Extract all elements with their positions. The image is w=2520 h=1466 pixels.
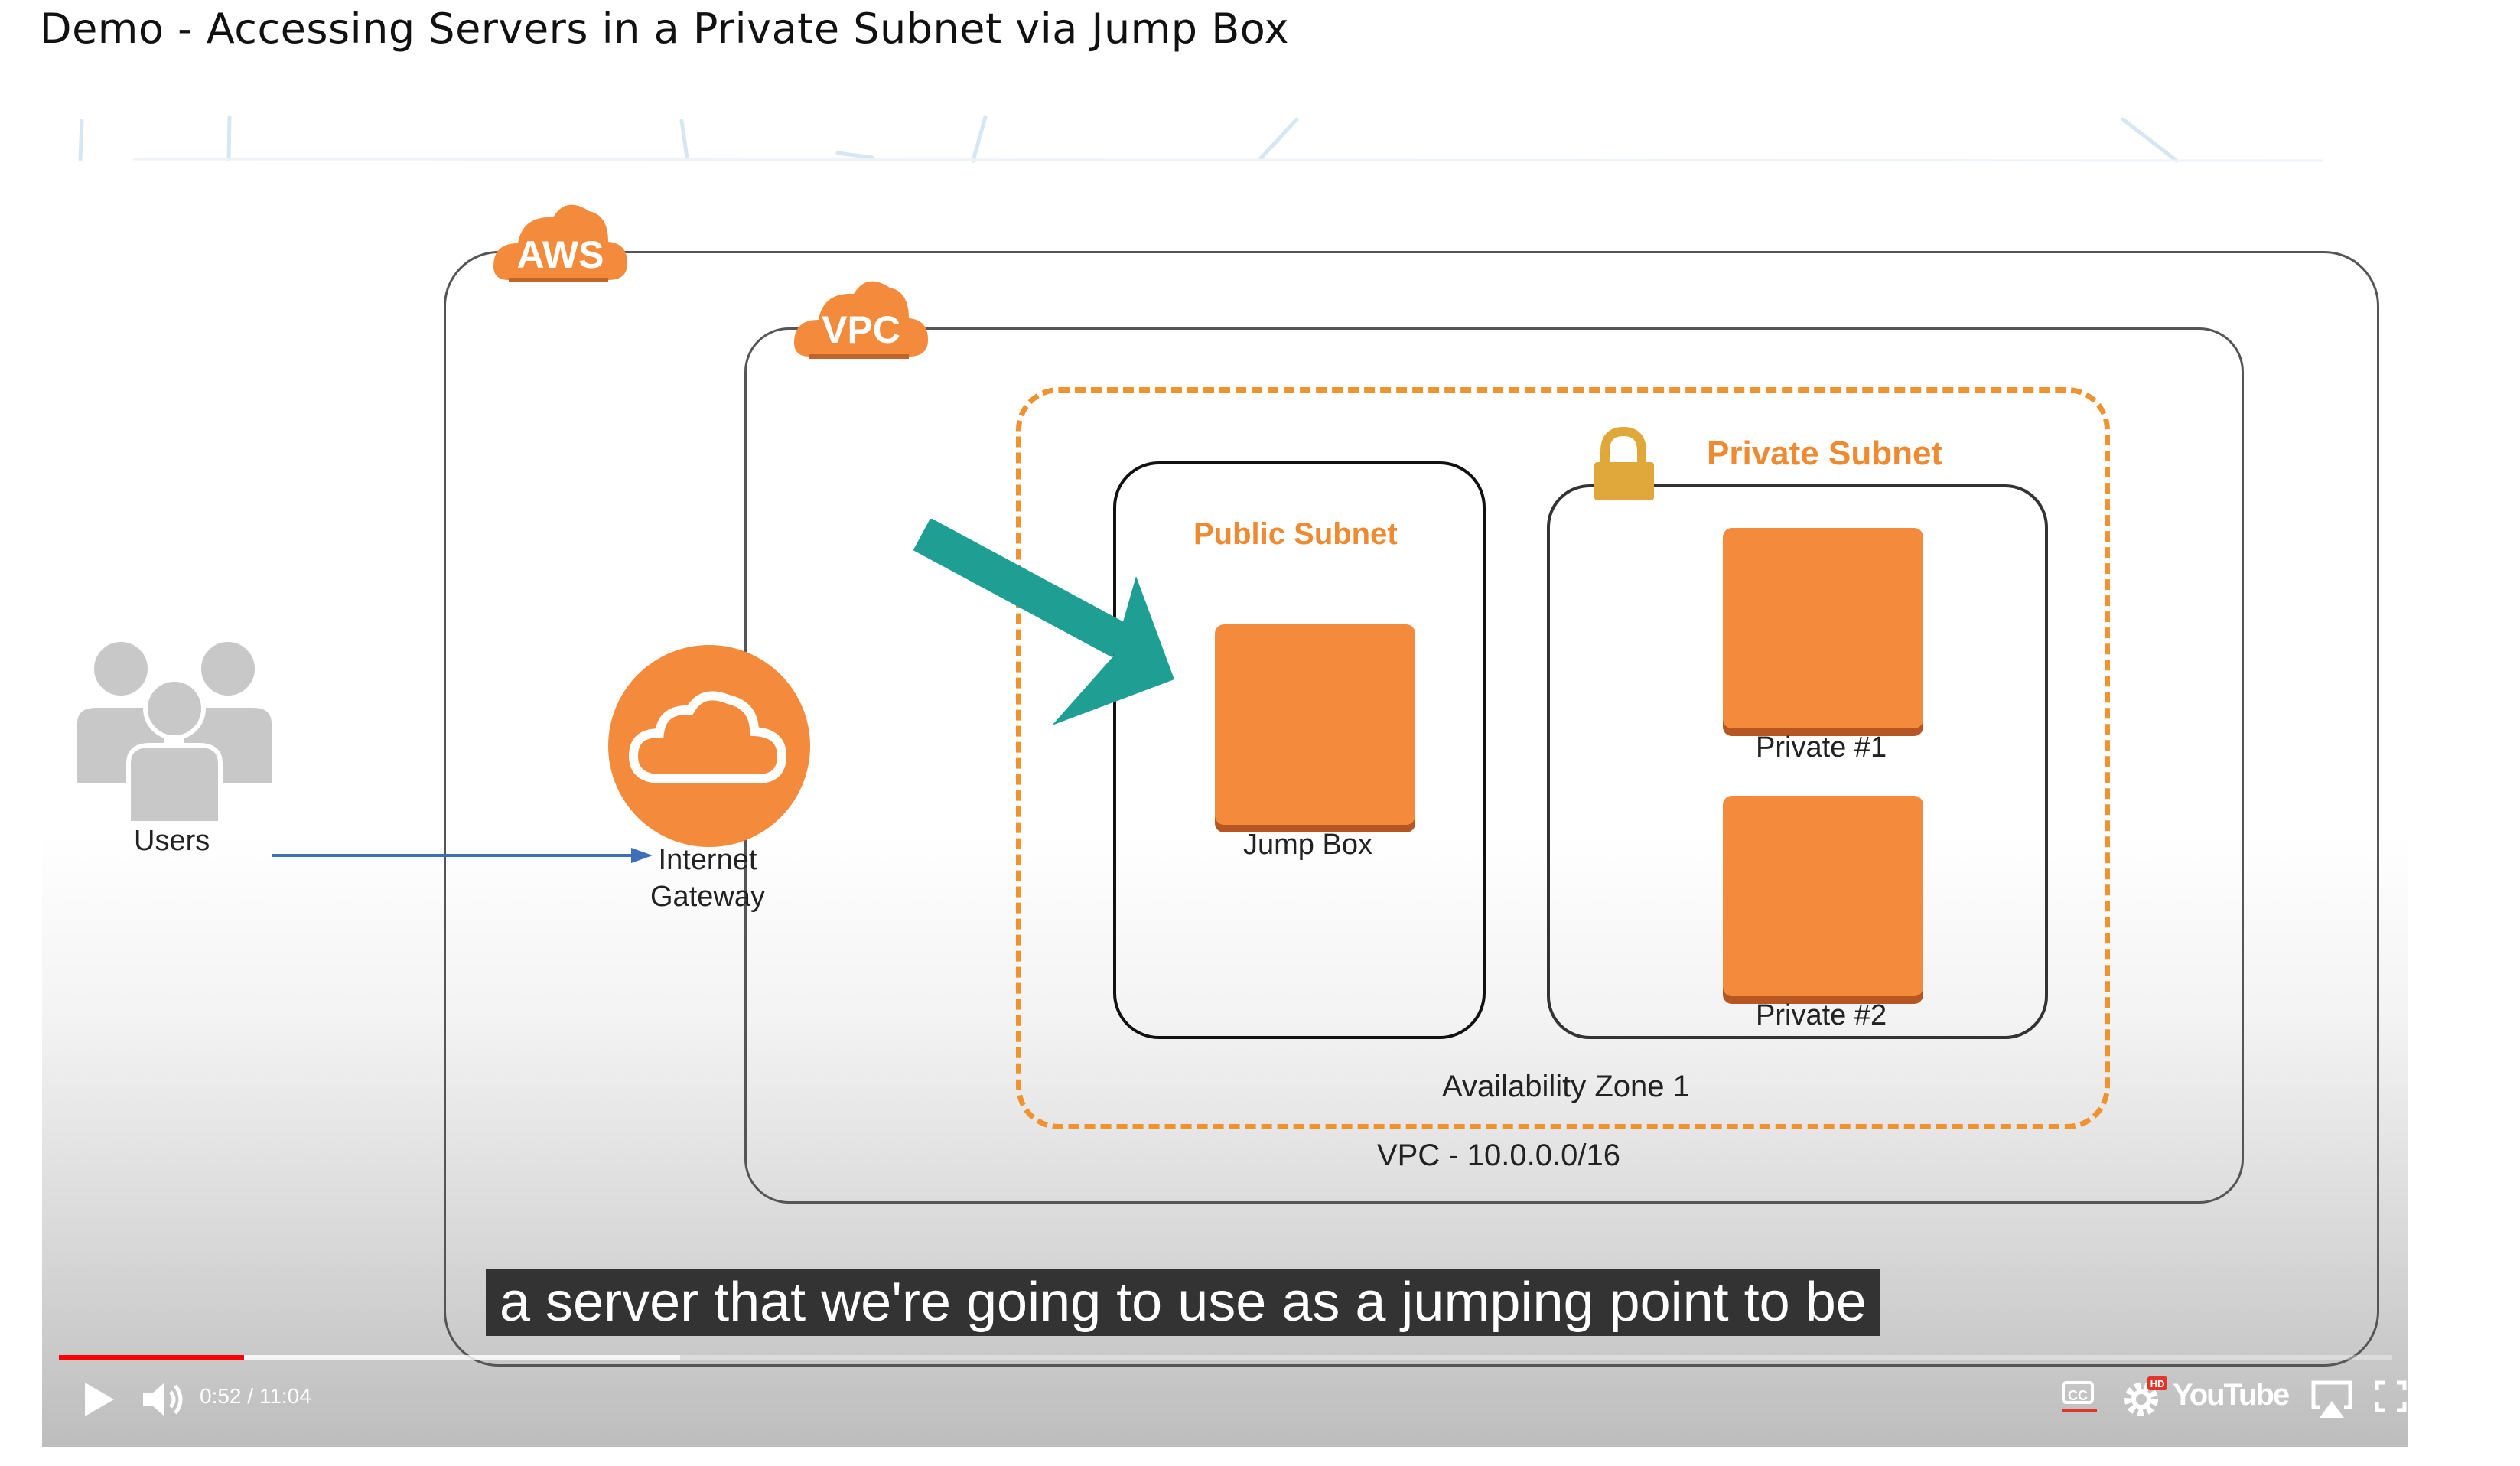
users-label: Users — [134, 825, 210, 857]
aws-badge-label: AWS — [516, 233, 604, 276]
users-icon — [73, 637, 276, 823]
hd-badge-label: HD — [2150, 1378, 2165, 1389]
captions-label: CC — [2062, 1381, 2094, 1404]
private-subnet-title: Private Subnet — [1707, 435, 1943, 472]
cloud-icon — [628, 691, 787, 783]
private-1-label: Private #1 — [1756, 731, 1887, 764]
internet-gateway-label-line2: Gateway — [650, 881, 765, 913]
private-2-server — [1723, 796, 1923, 996]
private-1-server — [1723, 528, 1923, 728]
video-player[interactable]: AWS VPC Availability Zone 1 VPC - 10.0.0… — [42, 113, 2408, 1447]
page-title: Demo - Accessing Servers in a Private Su… — [40, 5, 1290, 53]
public-subnet-title: Public Subnet — [1193, 517, 1398, 551]
internet-gateway-label: Internet Gateway — [650, 842, 765, 915]
progress-track[interactable] — [59, 1355, 2392, 1360]
cloud-icon — [794, 281, 928, 359]
vpc-badge: VPC — [794, 272, 928, 364]
availability-zone — [1016, 387, 2110, 1129]
fullscreen-icon[interactable] — [2374, 1380, 2408, 1413]
vpc-badge-label: VPC — [822, 308, 900, 351]
progress-played — [59, 1355, 244, 1360]
airplay-icon[interactable] — [2309, 1378, 2355, 1421]
volume-icon[interactable] — [140, 1378, 186, 1421]
captions-icon[interactable]: CC — [2062, 1381, 2097, 1412]
youtube-logo[interactable]: YouTube — [2173, 1378, 2290, 1412]
lock-icon — [1594, 427, 1654, 500]
vpc-cidr-label: VPC - 10.0.0.0/16 — [1377, 1139, 1620, 1172]
settings-icon[interactable]: HD — [2121, 1376, 2169, 1419]
time-display: 0:52 / 11:04 — [200, 1384, 311, 1408]
hd-badge — [2147, 1376, 2167, 1390]
public-subnet — [1113, 461, 1486, 1039]
cloud-icon — [493, 204, 627, 282]
internet-gateway-icon — [608, 645, 810, 847]
play-icon[interactable] — [80, 1378, 119, 1421]
availability-zone-label: Availability Zone 1 — [1442, 1070, 1690, 1103]
video-caption: a server that we're going to use as a ju… — [486, 1269, 1880, 1336]
private-2-label: Private #2 — [1756, 999, 1887, 1031]
private-subnet — [1547, 484, 2048, 1039]
jump-box-server — [1215, 624, 1415, 825]
aws-cloud-region — [444, 251, 2379, 1367]
player-controls: 0:52 / 11:04 CC HD YouTube — [42, 1355, 2408, 1447]
arrow-icon — [913, 519, 1174, 725]
progress-buffered — [59, 1355, 680, 1360]
internet-gateway-label-line1: Internet — [658, 844, 757, 876]
jump-box-label: Jump Box — [1243, 829, 1372, 861]
aws-badge: AWS — [493, 196, 627, 288]
users-to-gateway-connector — [272, 848, 653, 863]
background-sketch — [78, 115, 2323, 163]
